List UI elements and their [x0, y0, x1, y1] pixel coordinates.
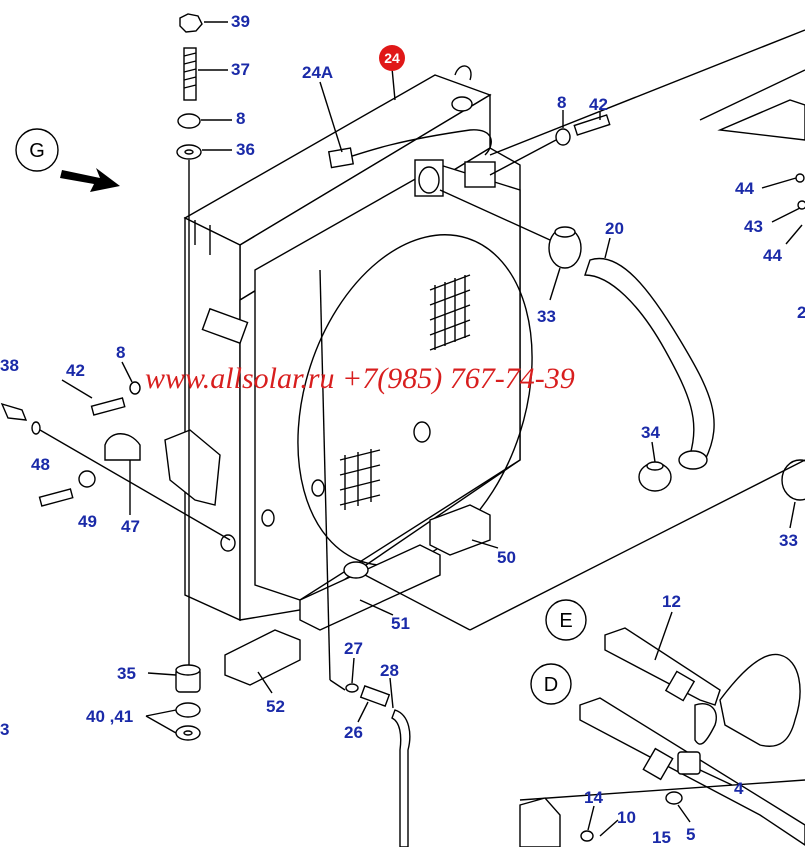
callout-10: 10	[617, 808, 636, 827]
right-frame	[699, 69, 805, 210]
callout-36: 36	[236, 140, 255, 159]
callout-43: 43	[744, 217, 763, 236]
callout-33: 33	[779, 531, 798, 550]
callout-48: 48	[31, 455, 50, 474]
view-marker-e-label: E	[559, 610, 572, 632]
callout-50: 50	[497, 548, 516, 567]
callout-8: 8	[116, 343, 125, 362]
view-marker-g: G	[15, 128, 120, 192]
callout-27: 27	[344, 639, 363, 658]
badge-24-label: 24	[384, 50, 400, 66]
callout-20: 20	[605, 219, 624, 238]
callout-12: 12	[662, 592, 681, 611]
callout-40-41: 40 ,41	[86, 707, 133, 726]
callout-14: 14	[584, 788, 603, 807]
upper-right-bolt	[489, 114, 611, 176]
callout-52: 52	[266, 697, 285, 716]
callout-34: 34	[641, 423, 660, 442]
view-marker-g-label: G	[29, 140, 45, 162]
callout-26: 26	[344, 723, 363, 742]
callout-4: 4	[734, 779, 744, 798]
view-marker-d: D	[530, 663, 572, 705]
watermark-text: www.allsolar.ru +7(985) 767-74-39	[145, 362, 575, 395]
callout-42: 42	[66, 361, 85, 380]
callout-5: 5	[686, 825, 695, 844]
callout-15: 15	[652, 828, 671, 847]
highlight-badge-24: 24	[379, 45, 405, 71]
mount-stack	[175, 664, 201, 741]
drain-line	[319, 269, 411, 847]
callout-28: 28	[380, 661, 399, 680]
callout-47: 47	[121, 517, 140, 536]
view-direction-arrow	[60, 168, 120, 192]
callout-51: 51	[391, 614, 410, 633]
callout-edge-right: 2	[797, 303, 805, 322]
radiator-assembly	[164, 65, 551, 622]
callout-35: 35	[117, 664, 136, 683]
callout-edge-left: 3	[0, 720, 9, 739]
foam-strips	[224, 459, 805, 686]
callout-24a: 24A	[302, 63, 333, 82]
callout-8: 8	[557, 93, 566, 112]
callout-42: 42	[589, 95, 608, 114]
callout-labels: 39 37 8 36 24A 8 42 20 33 44 43 44 2 38 …	[0, 12, 805, 847]
callout-38: 38	[0, 356, 19, 375]
leader-lines	[61, 21, 803, 837]
view-marker-d-label: D	[544, 674, 558, 696]
callout-8: 8	[236, 109, 245, 128]
upper-hose	[489, 29, 805, 501]
callout-49: 49	[78, 512, 97, 531]
callout-44: 44	[735, 179, 754, 198]
callout-44: 44	[763, 246, 782, 265]
left-hardware	[0, 381, 231, 541]
callout-33: 33	[537, 307, 556, 326]
view-marker-e: E	[545, 599, 587, 641]
hydraulic-lines	[519, 627, 805, 847]
bolt-stack	[176, 13, 203, 665]
callout-37: 37	[231, 60, 250, 79]
callout-39: 39	[231, 12, 250, 31]
